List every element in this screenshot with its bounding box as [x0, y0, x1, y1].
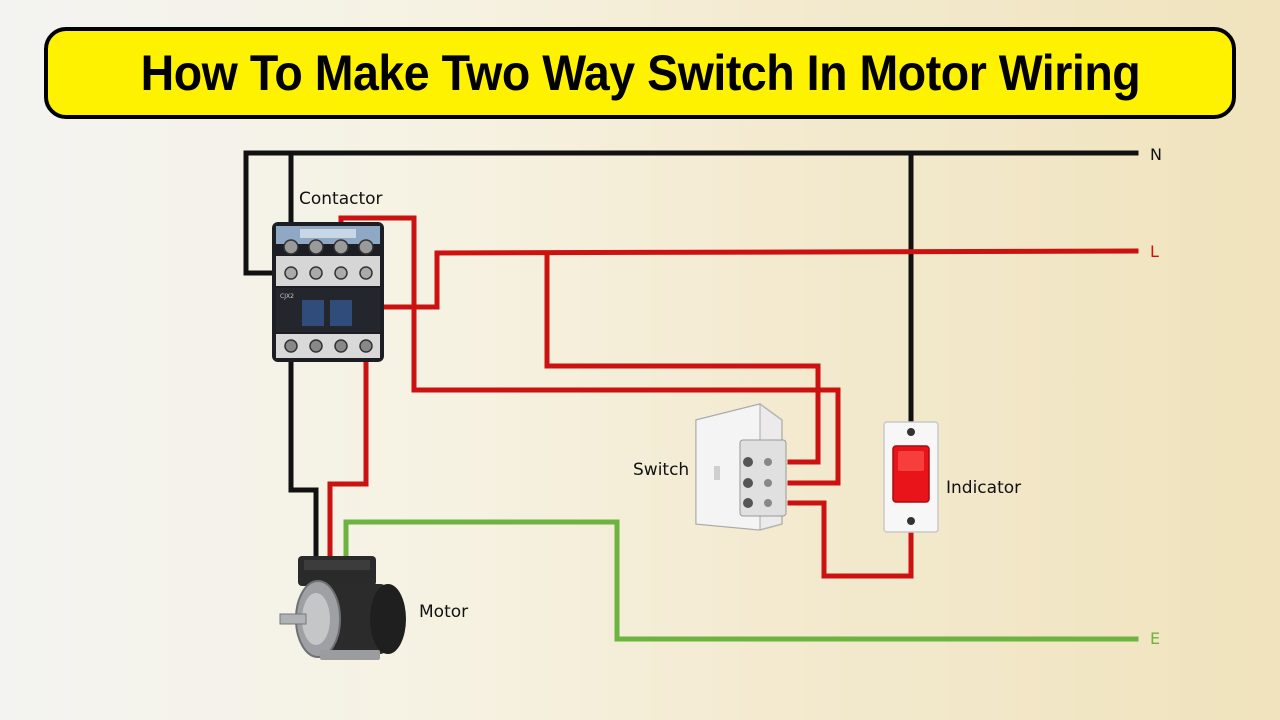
motor-label: Motor	[419, 602, 468, 622]
motor	[279, 556, 406, 660]
two-way-switch	[695, 403, 787, 531]
switch-label: Switch	[633, 460, 689, 480]
live-terminal-label: L	[1150, 242, 1159, 261]
neutral-wire-motor	[288, 349, 319, 563]
live-wire-coil-to-switch	[338, 215, 841, 486]
earth-wire	[343, 519, 1139, 642]
neutral-wire-contactor-loop	[243, 150, 285, 276]
live-wire-motor	[327, 349, 369, 563]
live-wire-feed-to-switch	[544, 250, 821, 465]
neutral-terminal-label: N	[1150, 145, 1162, 164]
contactor-label: Contactor	[299, 189, 383, 209]
live-wire-switch-to-indicator	[787, 500, 914, 579]
title-banner: How To Make Two Way Switch In Motor Wiri…	[44, 27, 1236, 119]
earth-terminal-label: E	[1150, 629, 1160, 648]
contactor: CJX2	[272, 222, 384, 362]
contactor-model-label: CJX2	[280, 293, 294, 300]
live-wire-main	[434, 248, 1139, 256]
indicator-lamp	[883, 421, 939, 533]
page-title: How To Make Two Way Switch In Motor Wiri…	[140, 45, 1140, 101]
indicator-label: Indicator	[946, 478, 1021, 498]
